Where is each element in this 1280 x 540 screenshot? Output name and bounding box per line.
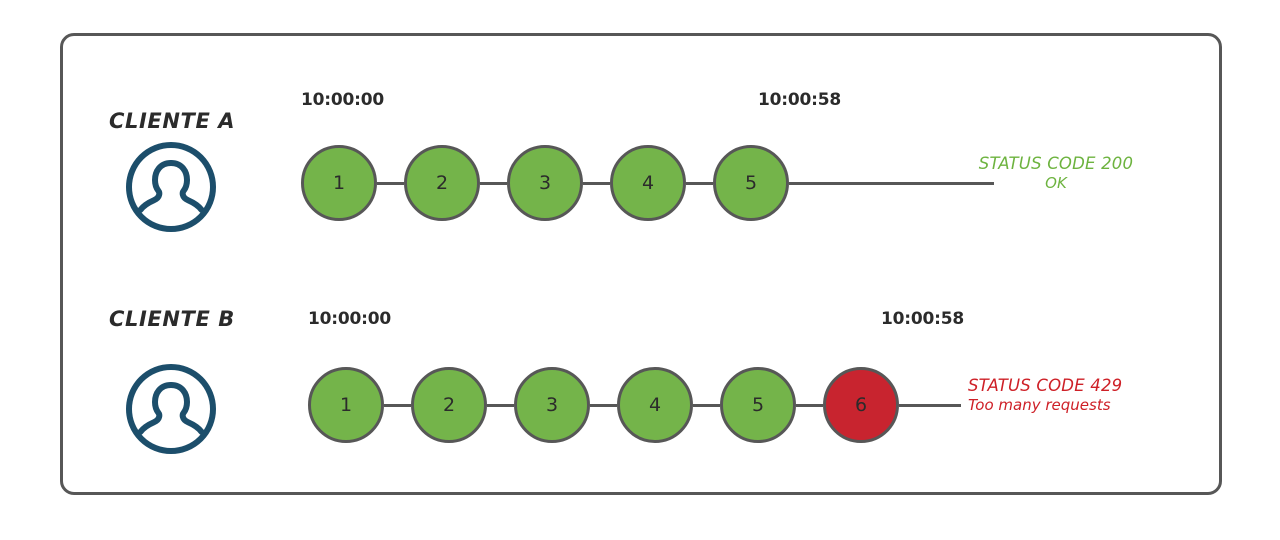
request-node[interactable]: 2 bbox=[404, 145, 480, 221]
request-node[interactable]: 5 bbox=[713, 145, 789, 221]
status-code-line: STATUS CODE 429 bbox=[968, 376, 1123, 395]
chain-connector bbox=[590, 403, 617, 407]
chain-connector bbox=[583, 181, 610, 185]
client-a-time-start: 10:00:00 bbox=[301, 90, 384, 110]
status-code-line: STATUS CODE 200 bbox=[978, 154, 1134, 173]
request-node[interactable]: 1 bbox=[301, 145, 377, 221]
client-row-b: CLIENTE B 10:00:00 10:00:58 1 2 3 4 5 6 bbox=[63, 36, 1219, 492]
client-b-time-end: 10:00:58 bbox=[881, 309, 964, 329]
chain-connector bbox=[693, 403, 720, 407]
diagram-frame: CLIENTE A 10:00:00 10:00:58 1 2 3 4 5 ST… bbox=[60, 33, 1222, 495]
client-a-time-end: 10:00:58 bbox=[758, 90, 841, 110]
request-node[interactable]: 4 bbox=[617, 367, 693, 443]
request-node[interactable]: 3 bbox=[514, 367, 590, 443]
client-b-time-start: 10:00:00 bbox=[308, 309, 391, 329]
client-a-request-chain: 1 2 3 4 5 bbox=[301, 144, 994, 222]
user-avatar-icon bbox=[125, 363, 217, 455]
client-b-status-badge: STATUS CODE 429 Too many requests bbox=[968, 376, 1178, 414]
client-a-label: CLIENTE A bbox=[109, 109, 236, 133]
request-node[interactable]: 3 bbox=[507, 145, 583, 221]
request-node[interactable]: 1 bbox=[308, 367, 384, 443]
client-a-status-badge: STATUS CODE 200 OK bbox=[966, 154, 1146, 192]
chain-tail bbox=[899, 403, 961, 407]
status-message-line: OK bbox=[1045, 174, 1067, 193]
chain-connector bbox=[686, 181, 713, 185]
request-node-rejected[interactable]: 6 bbox=[823, 367, 899, 443]
client-b-label: CLIENTE B bbox=[109, 307, 235, 331]
chain-connector bbox=[796, 403, 823, 407]
client-row-a: CLIENTE A 10:00:00 10:00:58 1 2 3 4 5 ST… bbox=[63, 36, 1219, 492]
request-node[interactable]: 5 bbox=[720, 367, 796, 443]
chain-connector bbox=[377, 181, 404, 185]
request-node[interactable]: 4 bbox=[610, 145, 686, 221]
client-b-request-chain: 1 2 3 4 5 6 bbox=[308, 366, 961, 444]
chain-connector bbox=[384, 403, 411, 407]
chain-tail bbox=[789, 181, 994, 185]
status-message-line: Too many requests bbox=[968, 396, 1111, 415]
request-node[interactable]: 2 bbox=[411, 367, 487, 443]
user-avatar-icon bbox=[125, 141, 217, 233]
chain-connector bbox=[487, 403, 514, 407]
chain-connector bbox=[480, 181, 507, 185]
